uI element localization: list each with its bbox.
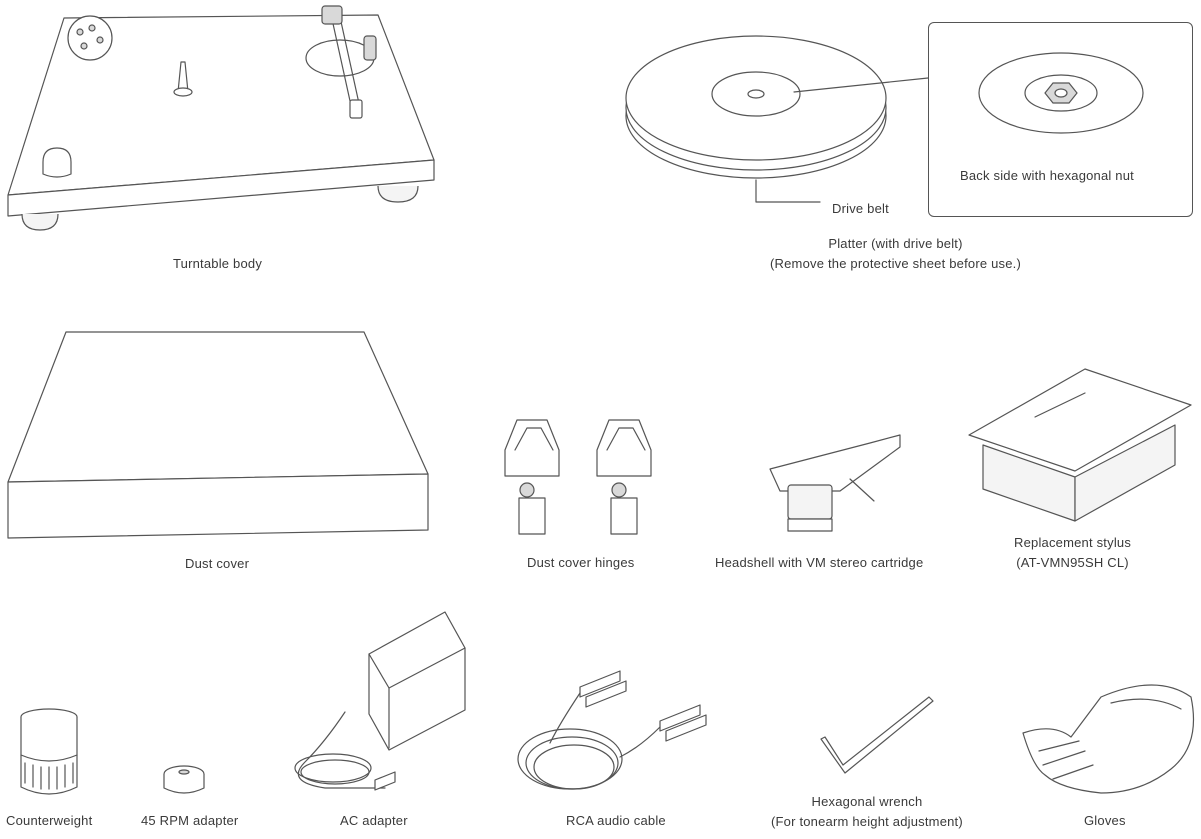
gloves-caption: Gloves: [1084, 813, 1126, 828]
dust-cover-illustration: [7, 331, 429, 539]
gloves-illustration: [1022, 684, 1194, 794]
rpm-adapter-illustration: [163, 765, 205, 794]
counterweight-illustration: [20, 708, 78, 795]
headshell-illustration: [769, 434, 901, 532]
hexagonal-wrench-caption: Hexagonal wrench (For tonearm height adj…: [771, 792, 963, 832]
rca-cable-illustration: [517, 670, 707, 790]
replacement-stylus-caption: Replacement stylus (AT-VMN95SH CL): [1014, 533, 1131, 573]
hexagonal-wrench-caption-line1: Hexagonal wrench: [811, 794, 923, 809]
turntable-body-caption: Turntable body: [173, 256, 263, 271]
headshell-caption: Headshell with VM stereo cartridge: [715, 555, 924, 570]
ac-adapter-caption: AC adapter: [340, 813, 408, 828]
hexagonal-wrench-caption-line2: (For tonearm height adjustment): [771, 814, 963, 829]
platter-illustration: [625, 35, 929, 203]
hexagonal-wrench-illustration: [820, 696, 934, 774]
replacement-stylus-caption-line2: (AT-VMN95SH CL): [1016, 555, 1129, 570]
dust-cover-hinges-caption: Dust cover hinges: [527, 555, 635, 570]
counterweight-caption: Counterweight: [6, 813, 93, 828]
dust-cover-caption: Dust cover: [185, 556, 250, 571]
dust-cover-hinges-illustration: [504, 419, 652, 535]
ac-adapter-illustration: [294, 611, 466, 791]
rpm-adapter-caption: 45 RPM adapter: [141, 813, 239, 828]
turntable-body-illustration: [7, 5, 435, 231]
platter-caption-line1: Platter (with drive belt): [828, 236, 963, 251]
hexagonal-nut-illustration: [978, 52, 1144, 134]
replacement-stylus-illustration: [968, 368, 1192, 522]
back-side-caption: Back side with hexagonal nut: [960, 168, 1134, 183]
platter-caption-line2: (Remove the protective sheet before use.…: [770, 256, 1021, 271]
rca-cable-caption: RCA audio cable: [566, 813, 666, 828]
platter-caption: Platter (with drive belt) (Remove the pr…: [770, 234, 1021, 274]
replacement-stylus-caption-line1: Replacement stylus: [1014, 535, 1132, 550]
drive-belt-label: Drive belt: [832, 201, 889, 216]
